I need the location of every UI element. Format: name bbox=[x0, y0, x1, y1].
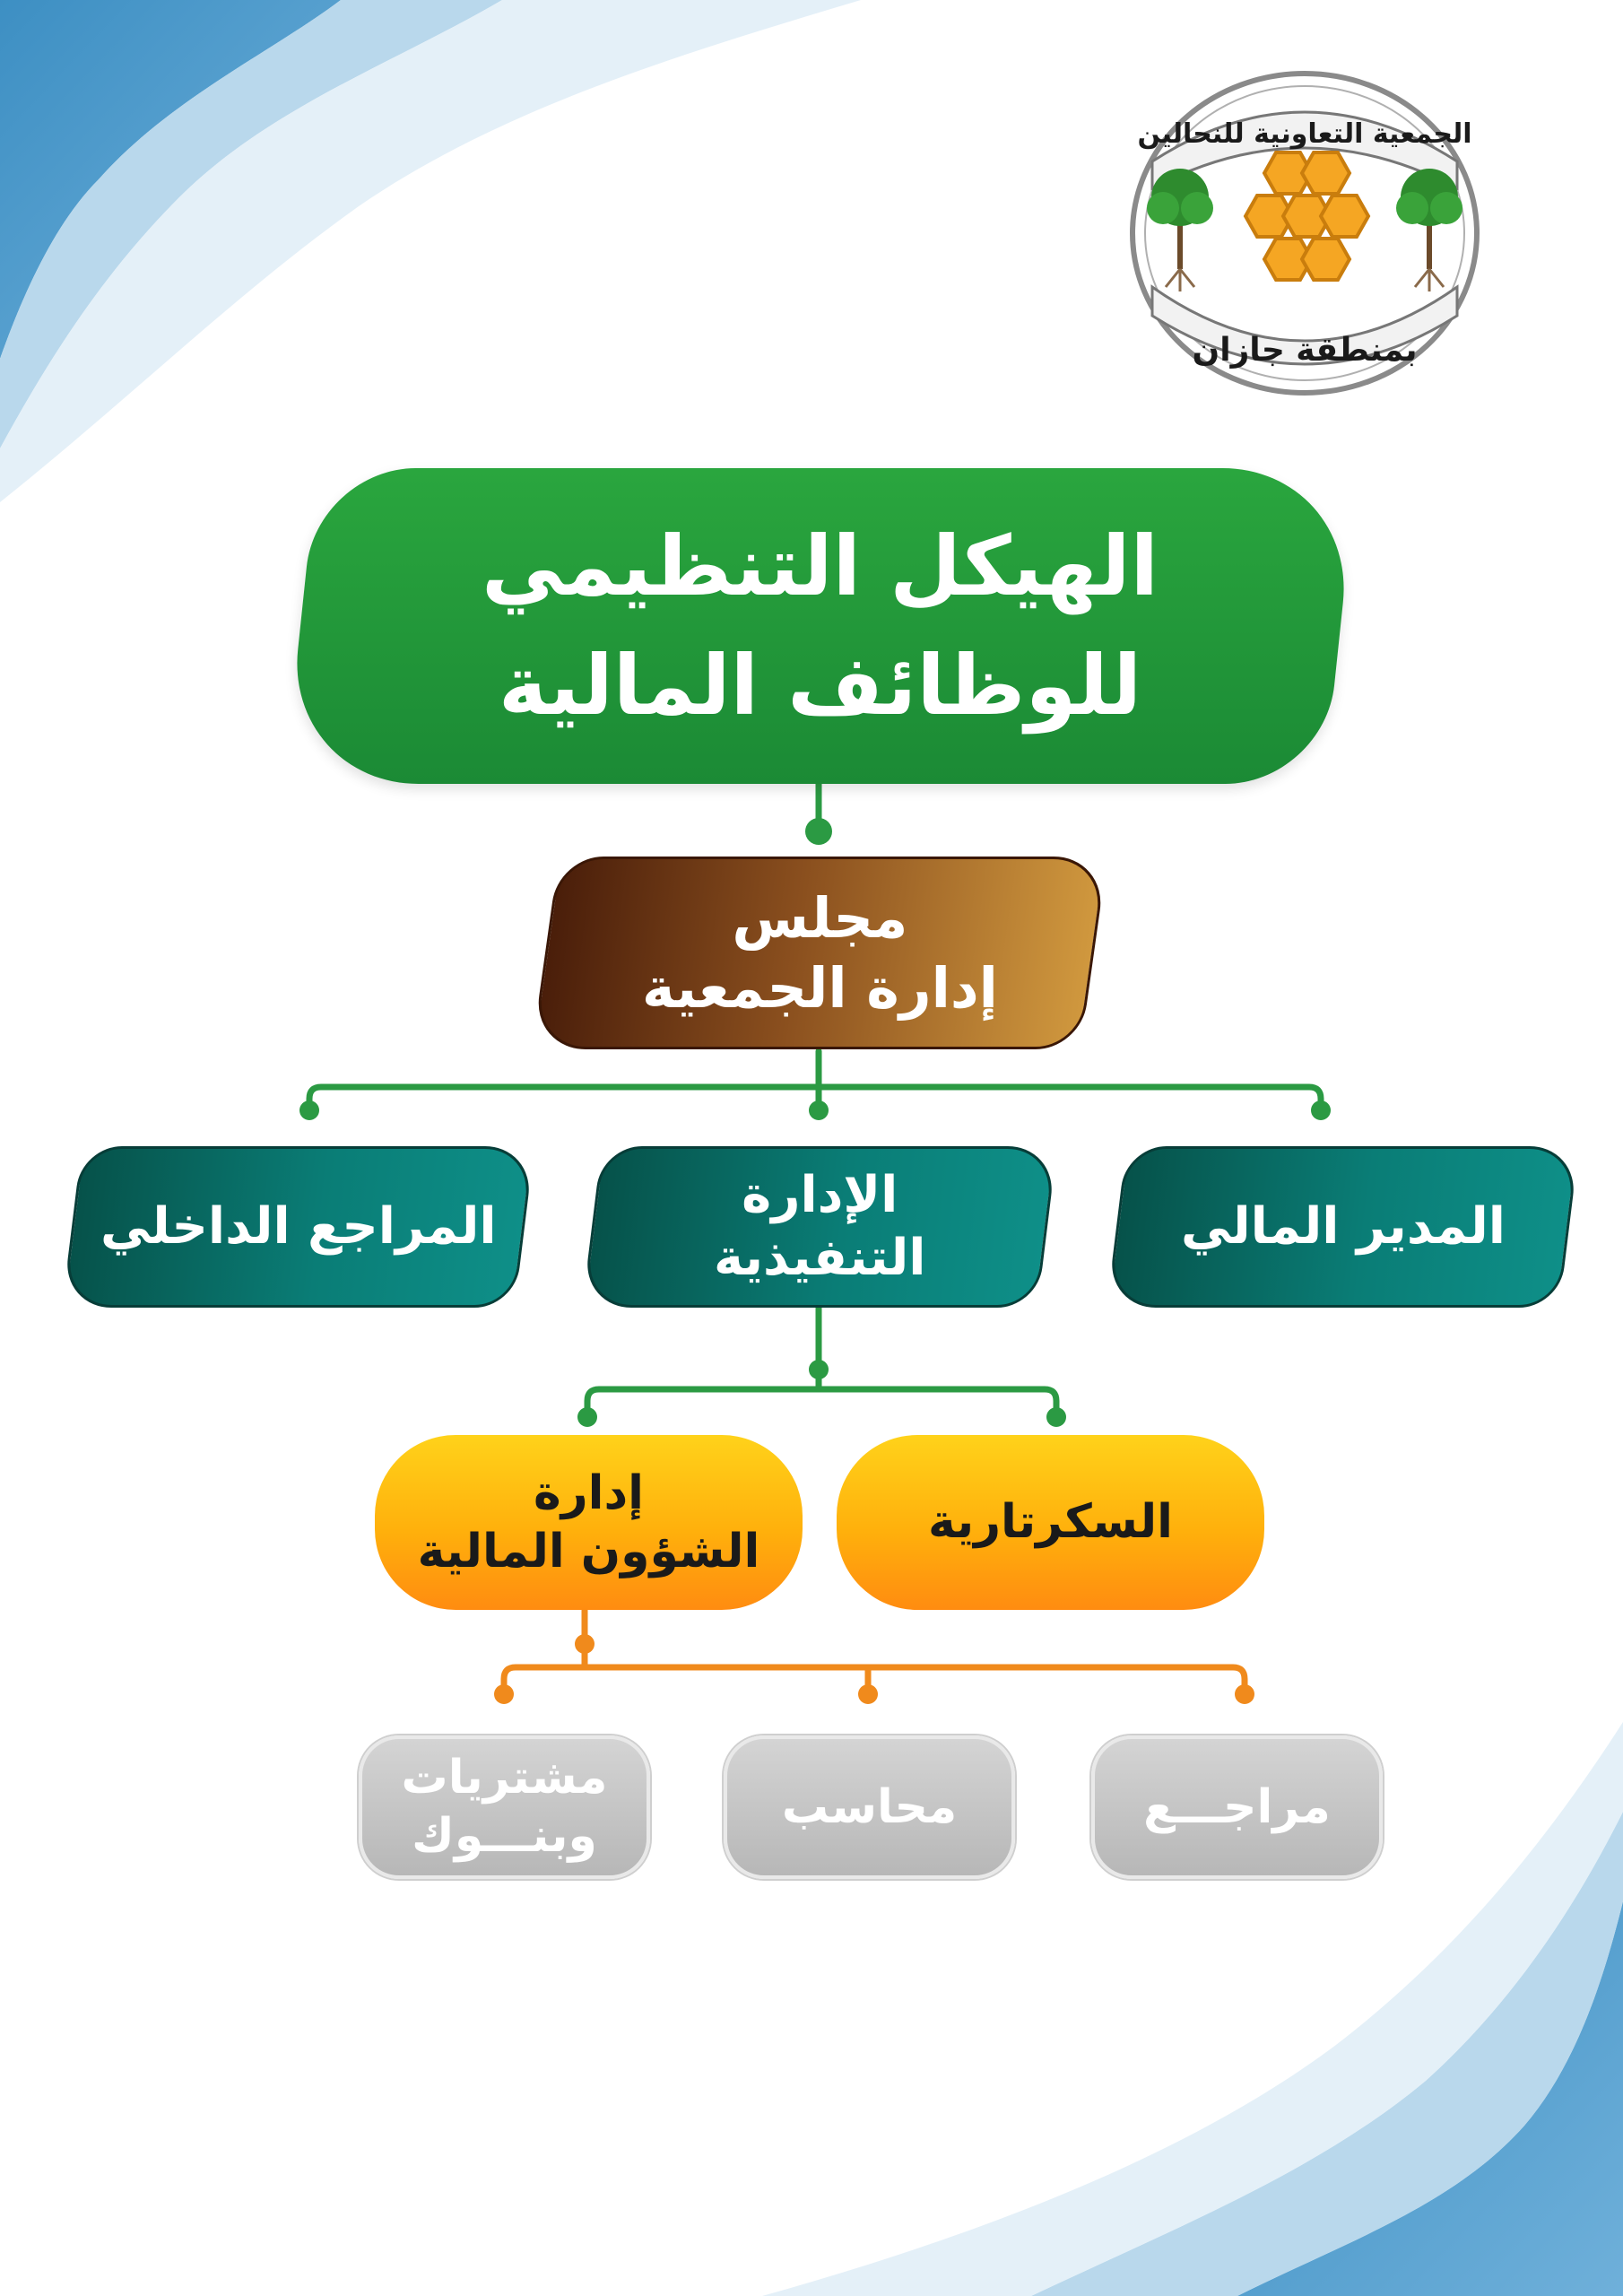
purchases-line2: وبنـــوك bbox=[412, 1809, 597, 1863]
logo-emblem bbox=[1130, 71, 1480, 396]
connector-level3-bar bbox=[584, 1386, 1060, 1419]
board-of-directors-node: مجلس إدارة الجمعية bbox=[531, 857, 1108, 1049]
wave-bottom-right-mid bbox=[1031, 1812, 1623, 2296]
purchases-banks-node: مشتريات وبنـــوك bbox=[359, 1735, 650, 1879]
wave-top-left-light bbox=[0, 0, 861, 502]
connector-dot bbox=[809, 1360, 829, 1379]
wave-bottom-right-dark bbox=[1237, 1901, 1623, 2296]
connector-dot bbox=[299, 1100, 319, 1120]
secretariat-node: السكرتارية bbox=[837, 1435, 1264, 1610]
connector-dot bbox=[577, 1407, 597, 1427]
accountant-label: محاسب bbox=[781, 1779, 958, 1834]
executive-line1: الإدارة bbox=[741, 1166, 898, 1224]
honeycomb-icon bbox=[1243, 151, 1371, 282]
auditor-node: مراجـــع bbox=[1091, 1735, 1383, 1879]
connector-level4-bar bbox=[500, 1664, 1248, 1696]
association-logo: الجمعية التعاونية للنحالين بمنطقة جازان bbox=[1116, 63, 1493, 404]
internal-auditor-node: المراجع الداخلي bbox=[61, 1146, 535, 1308]
logo-bottom-ribbon bbox=[1150, 284, 1459, 366]
financial-affairs-line1: إدارة bbox=[534, 1465, 644, 1520]
board-line1: مجلس bbox=[731, 885, 908, 951]
chart-title-line2: للوظائف المالية bbox=[499, 638, 1142, 734]
connector-dot bbox=[1235, 1684, 1254, 1704]
connector-dot bbox=[1311, 1100, 1331, 1120]
logo-top-ribbon bbox=[1150, 110, 1459, 191]
connector-dot bbox=[805, 818, 832, 845]
finance-manager-label: المدير المالي bbox=[1180, 1197, 1506, 1256]
executive-line2: التنفيذية bbox=[713, 1229, 926, 1287]
connector-dot bbox=[494, 1684, 514, 1704]
accountant-node: محاسب bbox=[724, 1735, 1015, 1879]
wave-top-left-mid bbox=[0, 0, 502, 448]
chart-title-box: الهيكل التنظيمي للوظائف المالية bbox=[283, 468, 1358, 784]
connector-level2-bar bbox=[306, 1083, 1324, 1111]
purchases-line1: مشتريات bbox=[401, 1751, 608, 1805]
connector-dot bbox=[809, 1100, 829, 1120]
wave-bottom-right-light bbox=[762, 1722, 1623, 2296]
board-line2: إدارة الجمعية bbox=[641, 954, 998, 1021]
logo-top-text: الجمعية التعاونية للنحالين bbox=[1137, 118, 1472, 150]
connector-dot bbox=[1046, 1407, 1066, 1427]
connector-dot bbox=[575, 1634, 595, 1654]
secretariat-label: السكرتارية bbox=[928, 1495, 1173, 1549]
finance-manager-node: المدير المالي bbox=[1106, 1146, 1580, 1308]
chart-title-line1: الهيكل التنظيمي bbox=[482, 517, 1159, 614]
logo-bottom-text: بمنطقة جازان bbox=[1192, 332, 1418, 369]
tree-icon bbox=[1396, 169, 1462, 291]
connector-dot bbox=[858, 1684, 878, 1704]
auditor-label: مراجـــع bbox=[1143, 1779, 1331, 1834]
financial-affairs-node: إدارة الشؤون المالية bbox=[375, 1435, 803, 1610]
executive-management-node: الإدارة التنفيذية bbox=[581, 1146, 1058, 1308]
financial-affairs-line2: الشؤون المالية bbox=[417, 1524, 760, 1578]
tree-icon bbox=[1147, 169, 1213, 291]
wave-top-left-dark bbox=[0, 0, 341, 359]
internal-auditor-label: المراجع الداخلي bbox=[100, 1197, 497, 1256]
